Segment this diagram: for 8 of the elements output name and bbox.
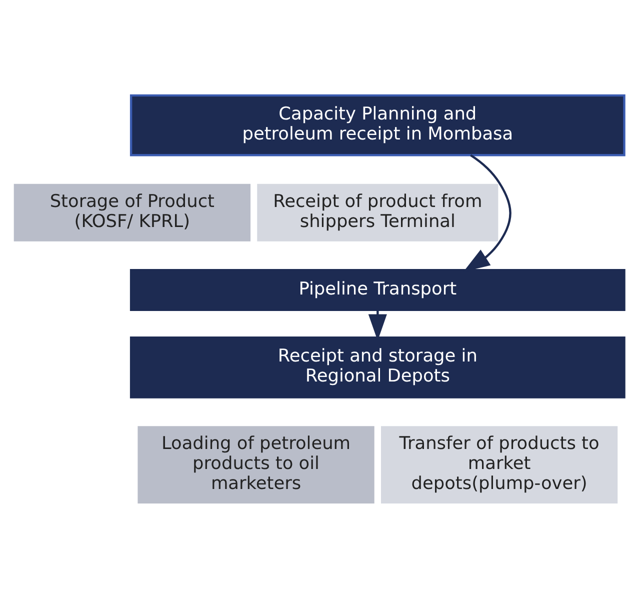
node-box: Receipt and storage in Regional Depots: [130, 336, 626, 398]
node-box: Transfer of products to market depots(plump-over): [378, 423, 620, 506]
node-box: Storage of Product (KOSF/ KPRL): [12, 181, 253, 244]
node-box: Receipt of product from shippers Terminal: [254, 181, 500, 244]
arrow: [463, 154, 512, 272]
node-box: Pipeline Transport: [130, 268, 626, 311]
node-box: Loading of petroleum products to oil marketers: [136, 423, 377, 506]
node-box: Capacity Planning and petroleum receipt in Mombasa: [130, 94, 626, 156]
